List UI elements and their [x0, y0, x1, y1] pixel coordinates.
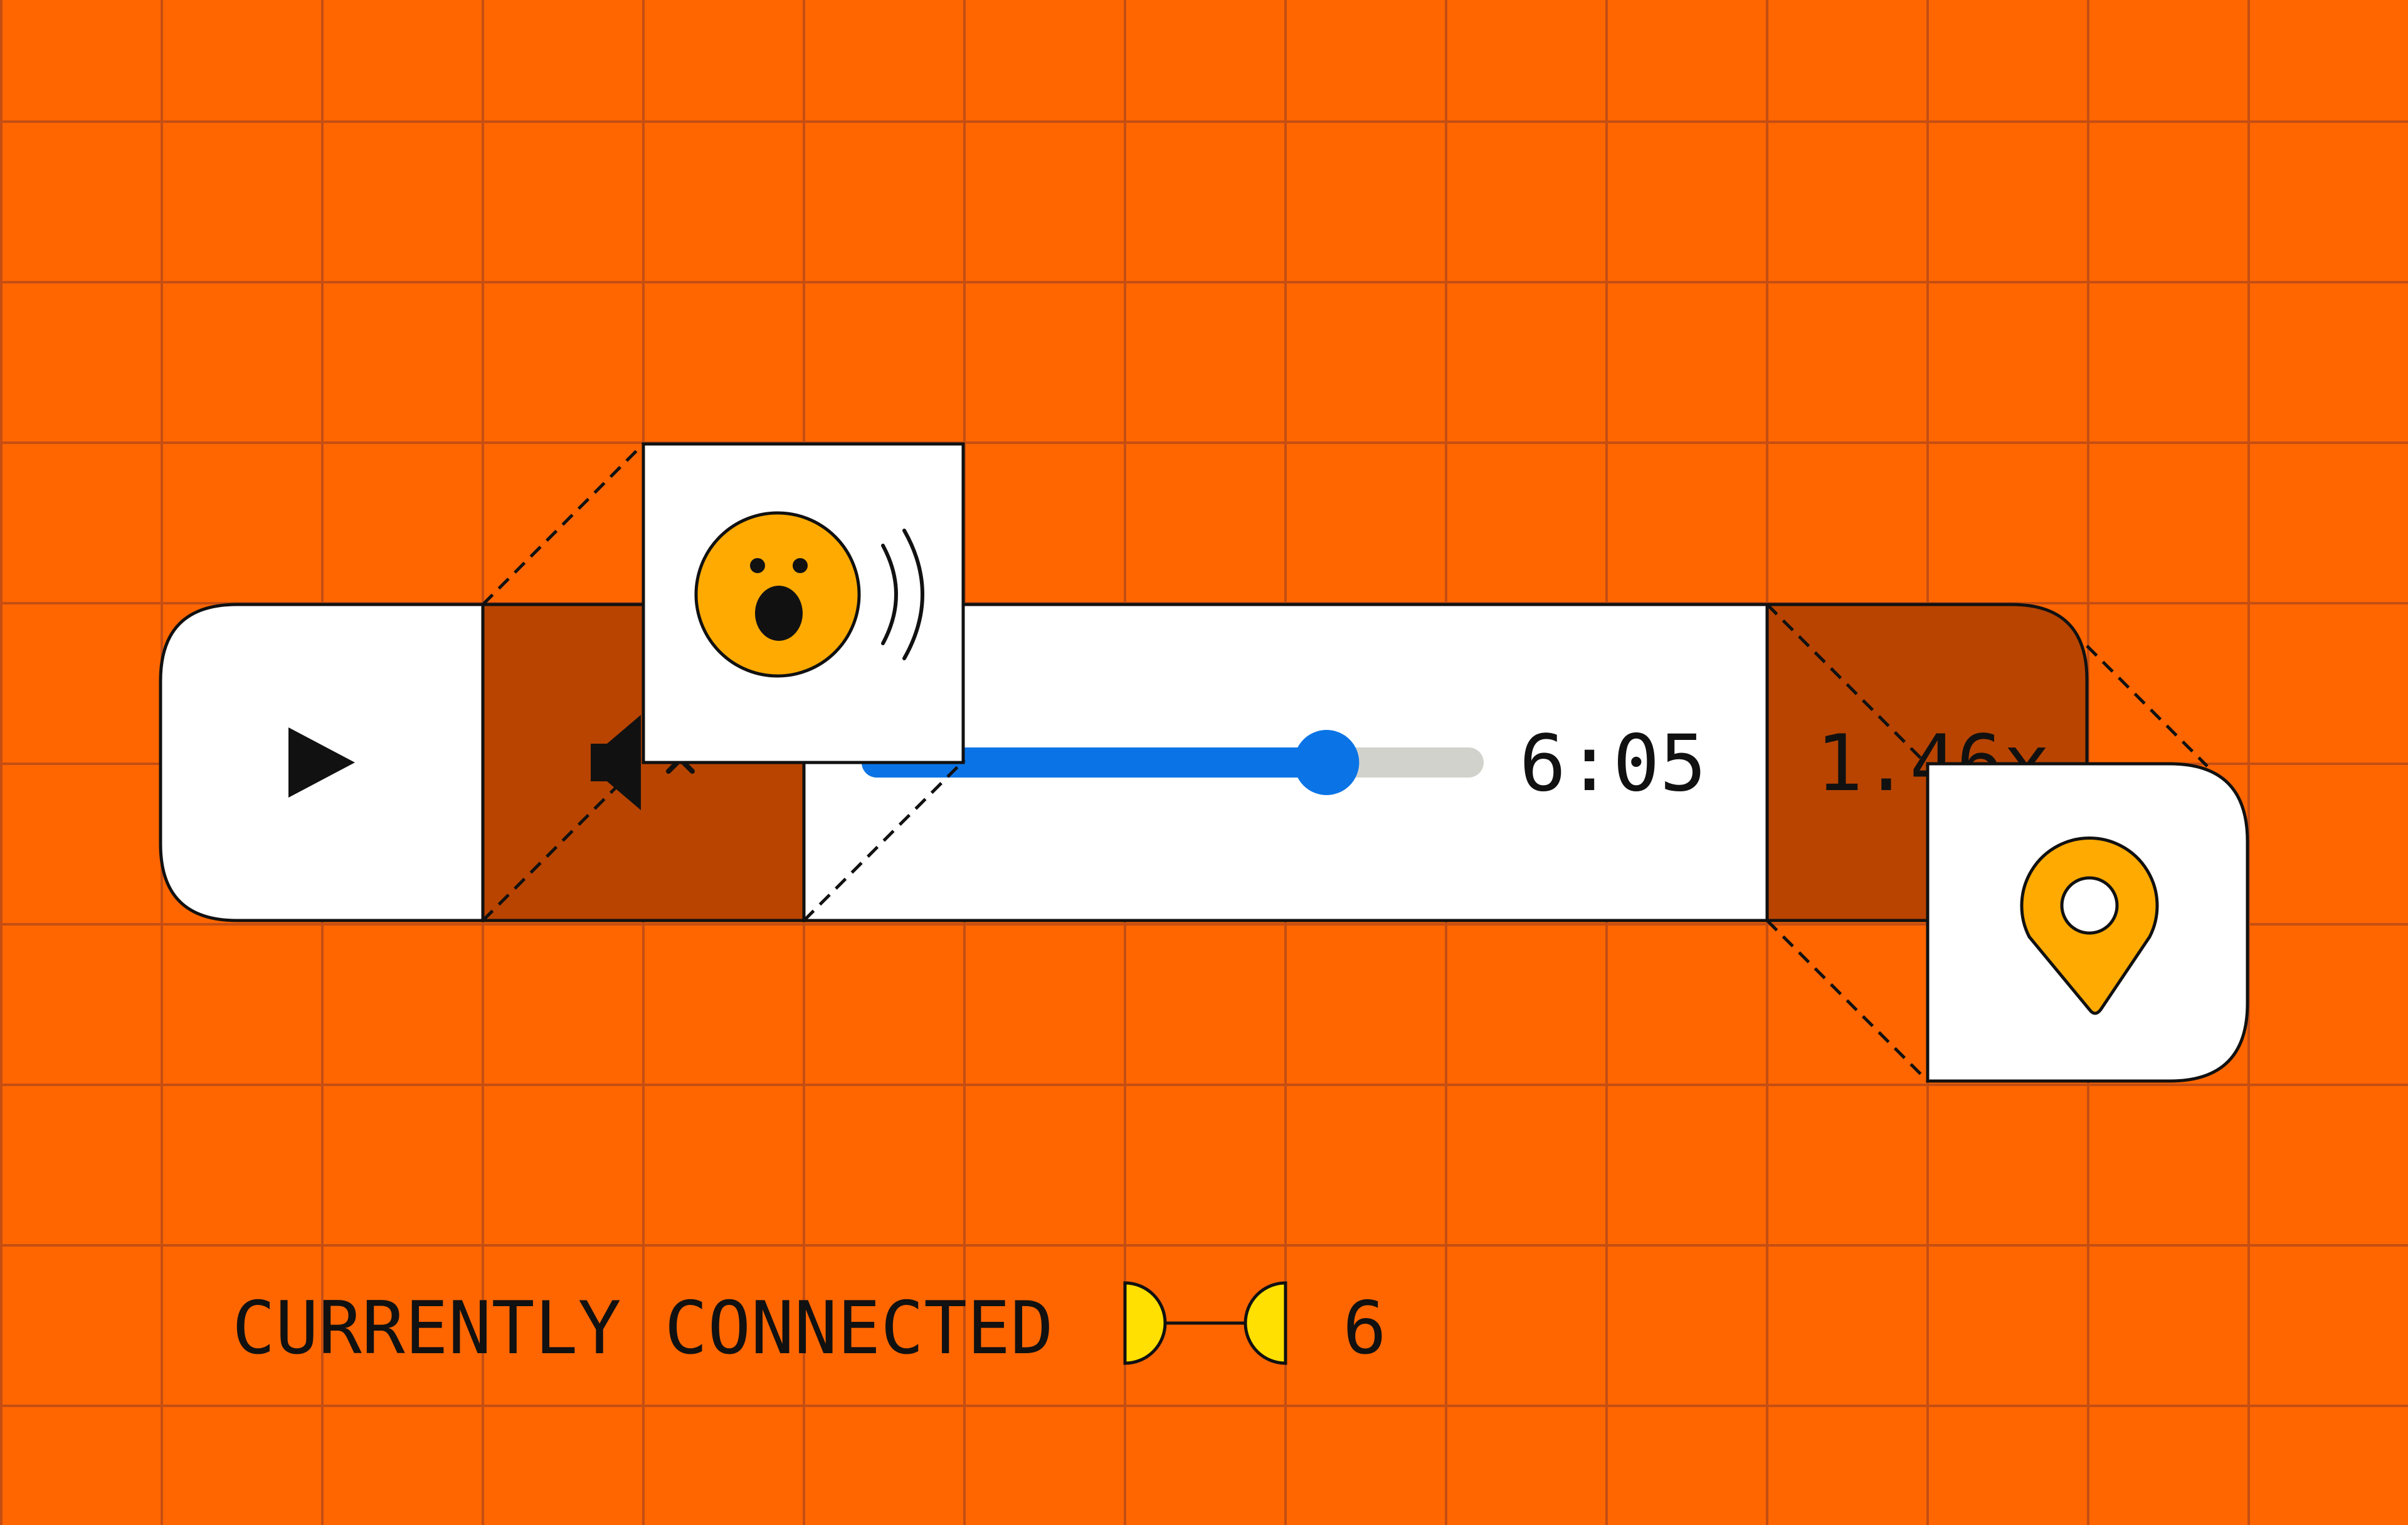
play-button[interactable]	[288, 727, 355, 798]
progress-thumb[interactable]	[1294, 730, 1360, 795]
surprised-face-sound-icon	[694, 511, 924, 678]
location-popover-projection	[1766, 603, 2209, 1082]
location-pin-icon	[2020, 836, 2159, 1015]
sound-popover[interactable]	[642, 442, 965, 764]
connected-nodes-icon	[1123, 1281, 1287, 1365]
connected-count: 6	[1343, 1286, 1386, 1371]
connected-label: CURRENTLY CONNECTED	[232, 1286, 1054, 1371]
play-icon	[288, 727, 355, 798]
location-popover[interactable]	[1926, 762, 2249, 1083]
time-display: 6:05	[1519, 719, 1707, 809]
sound-popover-projection	[482, 443, 966, 922]
